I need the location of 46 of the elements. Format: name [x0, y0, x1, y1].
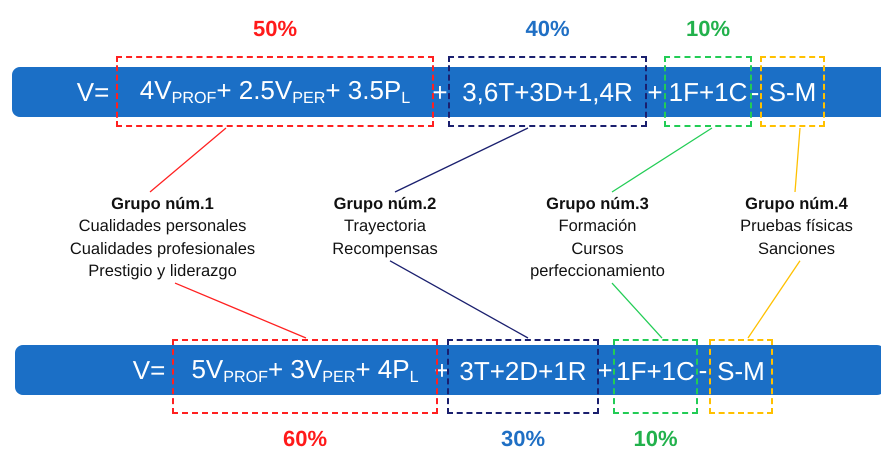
formula-band: [15, 345, 881, 395]
formula-term: 4V$_{PROF}$+ 2.5V$_{PER}$+ 3.5P$_{L}$: [140, 76, 410, 106]
percentage-label: 40%: [524, 16, 571, 42]
group-heading: Grupo núm.3: [545, 194, 650, 215]
group-item: Pruebas físicas: [739, 216, 854, 238]
leader-line: [174, 282, 306, 339]
group-item: Cualidades personales: [78, 216, 248, 238]
formula-term: S-M: [717, 358, 765, 384]
percentage-label: 10%: [684, 16, 732, 42]
formula-symbol: -: [698, 357, 708, 383]
group-item: Cursos perfeccionamiento: [529, 238, 666, 282]
group-heading: Grupo núm.1: [110, 194, 215, 215]
group-heading: Grupo núm.4: [744, 194, 849, 215]
leader-line: [612, 127, 712, 193]
percentage-label: 60%: [282, 426, 328, 452]
leader-line: [150, 128, 226, 192]
group-heading: Grupo núm.2: [332, 194, 438, 215]
formula-symbol: +: [597, 357, 613, 383]
percentage-label: 30%: [500, 426, 546, 452]
formula-symbol: V=: [76, 79, 110, 105]
dashed-box: [760, 56, 825, 127]
group-item: Recompensas: [331, 238, 439, 260]
group-item: Formación: [558, 216, 638, 238]
percentage-label: 10%: [632, 426, 679, 452]
leader-line: [612, 282, 662, 338]
formula-term: 1F+1C: [616, 358, 695, 384]
group-item: Sanciones: [756, 238, 836, 260]
leader-line: [794, 128, 801, 192]
formula-symbol: +: [647, 79, 663, 105]
leader-line: [747, 260, 801, 338]
formula-term: S-M: [768, 78, 816, 104]
dashed-box: [709, 339, 773, 414]
formula-term: 1F+1C: [668, 78, 748, 104]
leader-line: [394, 127, 528, 193]
formula-term: 5V$_{PROF}$+ 3V$_{PER}$+ 4P$_{L}$: [191, 356, 419, 386]
group-item: Prestigio y liderazgo: [87, 260, 238, 282]
group-item: Cualidades profesionales: [68, 238, 256, 260]
percentage-label: 50%: [252, 16, 298, 42]
leader-line: [390, 260, 528, 339]
formula-symbol: -: [750, 79, 760, 105]
formula-term: 3T+2D+1R: [459, 358, 587, 384]
formula-symbol: +: [432, 79, 448, 105]
formula-band: [12, 67, 881, 117]
group-item: Trayectoria: [343, 216, 427, 238]
formula-term: 3,6T+3D+1,4R: [462, 78, 633, 104]
formula-symbol: V=: [132, 357, 166, 383]
